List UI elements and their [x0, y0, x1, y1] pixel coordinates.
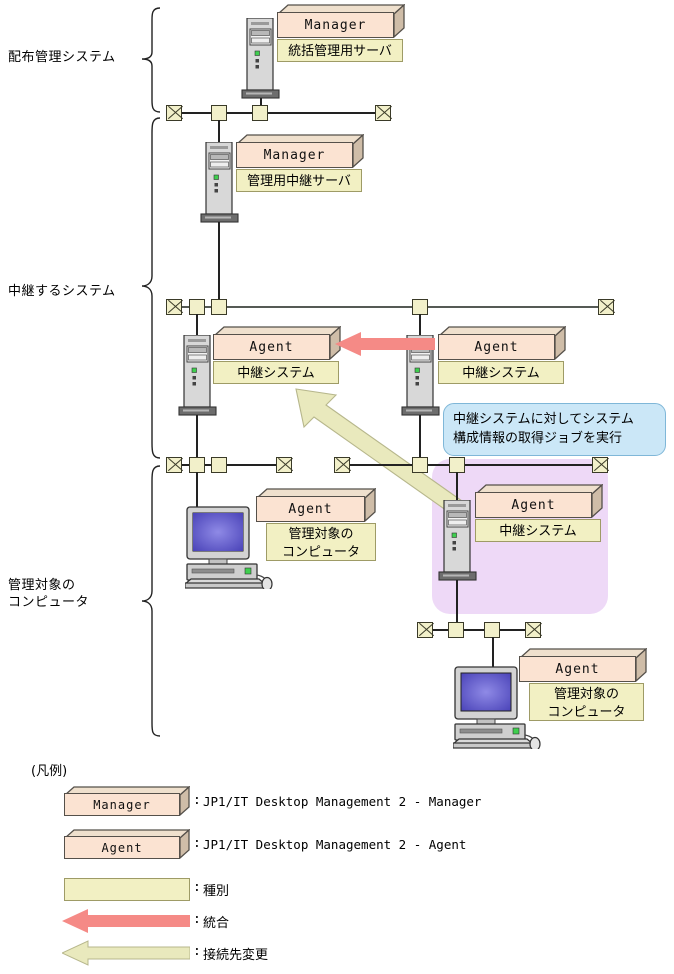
type-label-agent-relay-left: 中継システム — [213, 361, 339, 384]
network-hub-2a — [189, 299, 205, 315]
link-line — [196, 314, 198, 336]
network-hub-3a — [189, 457, 205, 473]
legend-colon-2: : — [193, 836, 201, 851]
network-terminator-left-4 — [334, 457, 350, 473]
legend-swatch-merge-arrow — [62, 908, 190, 938]
network-terminator-right-5 — [525, 622, 541, 638]
legend-swatch-label: Agent — [64, 836, 180, 859]
product-box-agent-pc-left: Agent — [256, 488, 376, 522]
link-line — [456, 472, 458, 502]
type-label-agent-pc-bottom: 管理対象の コンピュータ — [529, 683, 644, 721]
link-line — [419, 314, 421, 336]
link-line — [196, 415, 198, 465]
legend-swatch-manager: Manager — [64, 786, 190, 816]
type-label-mgr-relay: 管理用中継サーバ — [236, 169, 362, 192]
product-box-label: Agent — [475, 492, 592, 518]
server-icon-agent-relay-left — [177, 334, 219, 429]
section-label-relay: 中継するシステム — [8, 284, 116, 299]
legend-text-merge: 統合 — [203, 916, 230, 931]
legend-swatch-type — [64, 878, 190, 901]
network-terminator-right-4 — [592, 457, 608, 473]
product-box-mgr-relay: Manager — [236, 134, 364, 168]
desktop-icon-agent-pc-bottom — [451, 665, 541, 753]
brace-relay — [140, 116, 162, 462]
legend-colon-4: : — [193, 912, 201, 927]
network-hub-2c — [412, 299, 428, 315]
product-box-label: Agent — [256, 496, 365, 522]
link-line — [218, 120, 220, 143]
desktop-icon-agent-pc-left — [183, 505, 273, 593]
legend-swatch-agent: Agent — [64, 829, 190, 859]
network-terminator-left-3 — [166, 457, 182, 473]
server-icon-mgr-relay — [199, 141, 241, 236]
network-terminator-mid-3 — [276, 457, 292, 473]
network-hub-2b — [211, 299, 227, 315]
legend-title: (凡例) — [31, 764, 68, 779]
link-line — [196, 472, 198, 510]
network-hub-3b — [211, 457, 227, 473]
network-terminator-right-1 — [375, 105, 391, 121]
callout-job-execution: 中継システムに対してシステム 構成情報の取得ジョブを実行 — [443, 403, 666, 456]
type-label-agent-relay-moved: 中継システム — [475, 519, 601, 542]
link-line — [419, 415, 421, 465]
legend-text-agent: JP1/IT Desktop Management 2 - Agent — [203, 837, 467, 852]
legend-colon-5: : — [193, 944, 201, 959]
type-label-agent-relay-right: 中継システム — [438, 361, 564, 384]
product-box-agent-relay-left: Agent — [213, 326, 341, 360]
link-line — [218, 222, 220, 307]
legend-colon-3: : — [193, 880, 201, 895]
network-bus-1 — [175, 112, 390, 114]
network-bus-2 — [182, 306, 612, 308]
network-bus-3-right — [343, 464, 601, 466]
server-icon-mgr-top — [240, 17, 282, 112]
network-hub-4a — [412, 457, 428, 473]
product-box-label: Manager — [277, 12, 394, 38]
legend-text-reconnect: 接続先変更 — [203, 948, 269, 963]
network-terminator-right-2 — [598, 299, 614, 315]
network-bus-4 — [427, 629, 535, 631]
brace-managed — [140, 464, 162, 742]
network-terminator-left-1 — [166, 105, 182, 121]
network-hub-5a — [448, 622, 464, 638]
network-bus-3-left — [176, 464, 291, 466]
network-hub-4b — [449, 457, 465, 473]
legend-swatch-label: Manager — [64, 793, 180, 816]
link-line — [492, 637, 494, 670]
product-box-agent-pc-bottom: Agent — [519, 648, 647, 682]
product-box-label: Agent — [213, 334, 330, 360]
merge-arrow-icon — [335, 331, 435, 361]
server-icon-agent-relay-moved — [437, 499, 479, 594]
type-label-agent-pc-left: 管理対象の コンピュータ — [266, 523, 376, 561]
product-box-agent-relay-right: Agent — [438, 326, 566, 360]
brace-distribution — [140, 6, 162, 116]
network-terminator-left-2 — [166, 299, 182, 315]
product-box-mgr-top: Manager — [277, 4, 405, 38]
legend-colon-1: : — [193, 793, 201, 808]
link-line — [456, 580, 458, 628]
product-box-agent-relay-moved: Agent — [475, 484, 603, 518]
legend-text-manager: JP1/IT Desktop Management 2 - Manager — [203, 794, 482, 809]
section-label-managed: 管理対象の コンピュータ — [8, 578, 90, 610]
network-hub-1a — [211, 105, 227, 121]
network-terminator-left-5 — [417, 622, 433, 638]
legend-swatch-reconnect-arrow — [60, 940, 191, 970]
network-hub-1b — [252, 105, 268, 121]
type-label-mgr-top: 統括管理用サーバ — [277, 39, 403, 62]
network-hub-5b — [484, 622, 500, 638]
product-box-label: Agent — [438, 334, 555, 360]
section-label-distribution: 配布管理システム — [8, 50, 116, 65]
legend-text-type: 種別 — [203, 884, 230, 899]
product-box-label: Manager — [236, 142, 353, 168]
product-box-label: Agent — [519, 656, 636, 682]
